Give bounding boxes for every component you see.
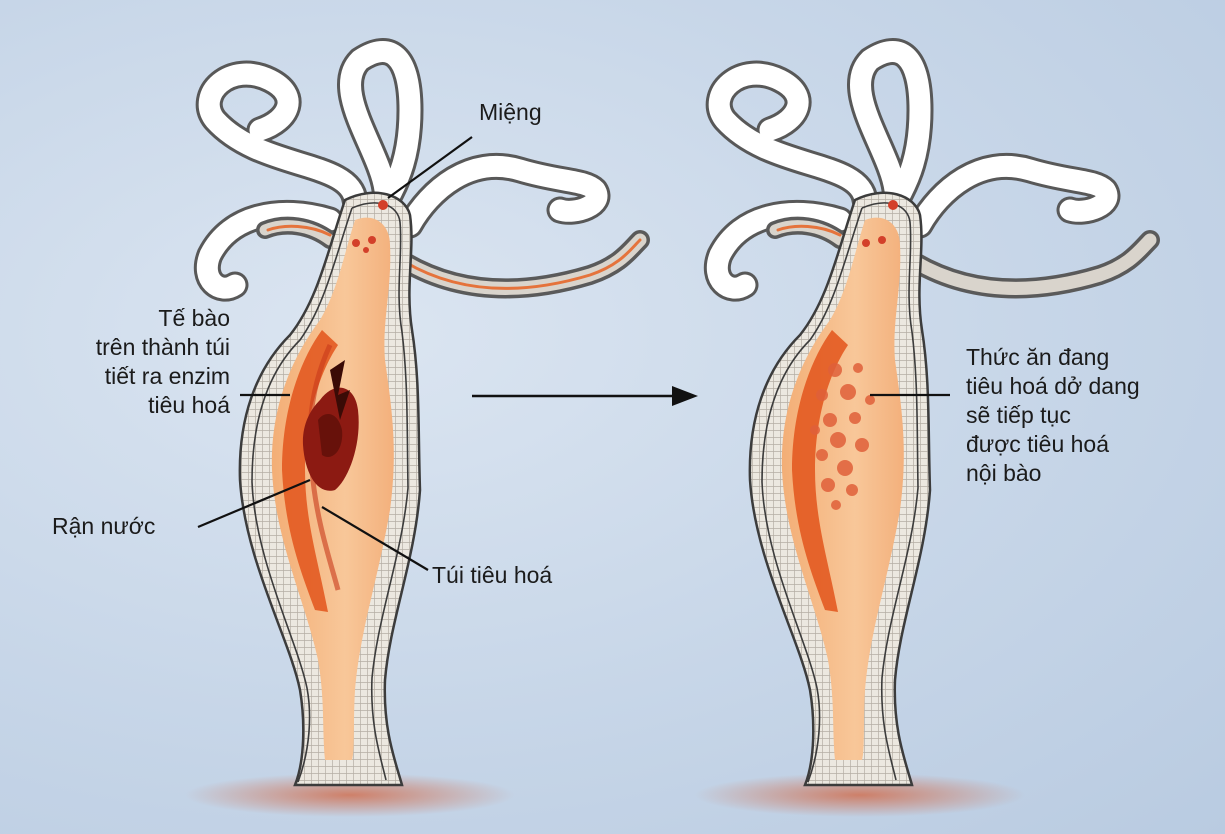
hydra-left (185, 52, 640, 817)
label-digestive-cavity: Túi tiêu hoá (432, 561, 552, 590)
tentacles-right (717, 52, 1150, 289)
transition-arrow (472, 386, 698, 406)
label-water-flea: Rận nước (52, 512, 155, 541)
tentacles-left (207, 52, 640, 289)
label-gut-wall-cells: Tế bào trên thành túi tiết ra enzim tiêu… (70, 304, 230, 420)
label-mouth: Miệng (479, 98, 542, 127)
label-partially-digested-food: Thức ăn đang tiêu hoá dở dang sẽ tiếp tụ… (966, 343, 1140, 488)
